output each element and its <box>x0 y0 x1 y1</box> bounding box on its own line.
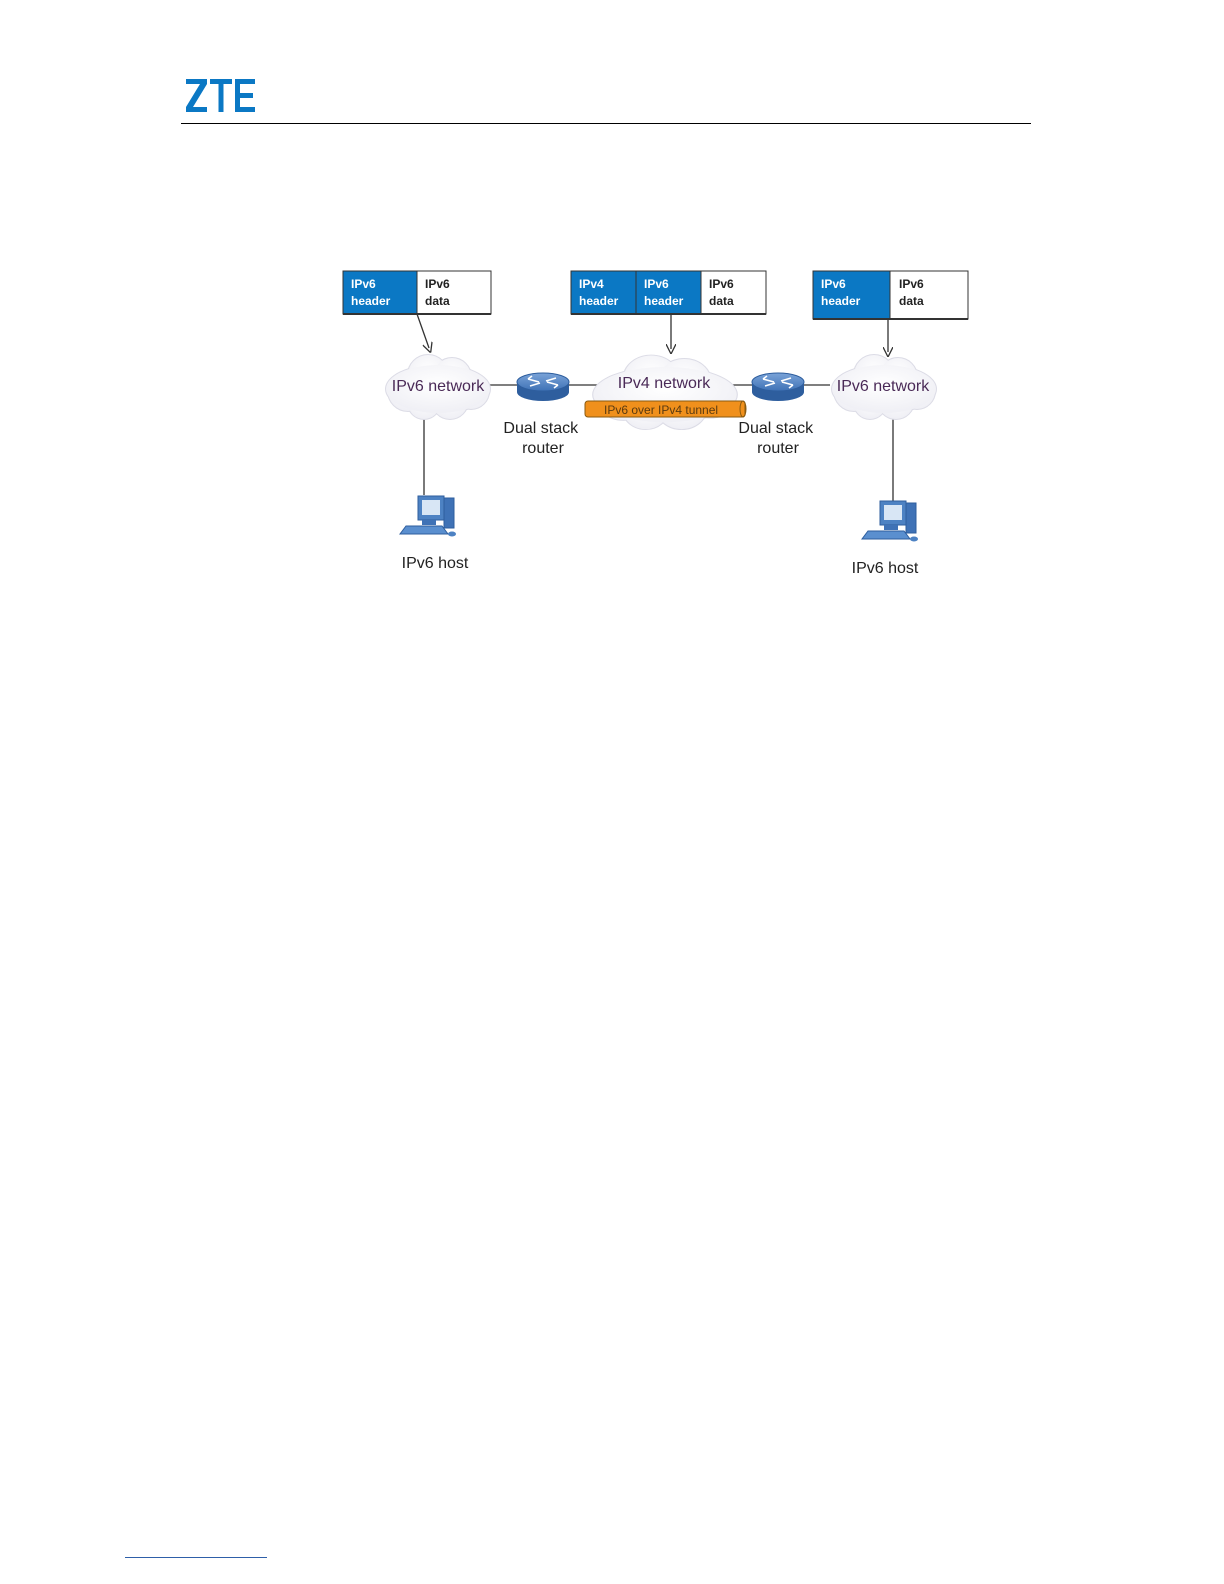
arrow-left <box>417 314 429 348</box>
computer-icon-left <box>400 496 456 537</box>
network-label-left: IPv6 network <box>392 378 485 395</box>
router-icon-left <box>517 373 569 401</box>
computer-icon-right <box>862 501 918 542</box>
footer-rule <box>125 1557 267 1558</box>
network-label-right: IPv6 network <box>837 378 930 395</box>
packet-left: IPv6 header IPv6 data <box>343 271 491 314</box>
packet-middle: IPv4 header IPv6 header IPv6 data <box>571 271 766 314</box>
host-label-left: IPv6 host <box>402 555 469 572</box>
tunnel: IPv6 over IPv4 tunnel <box>585 401 746 417</box>
cloud-ipv4-middle <box>593 356 737 430</box>
network-label-middle: IPv4 network <box>618 375 711 392</box>
router-label-left: Dual stack router <box>503 420 582 457</box>
packet-right: IPv6 header IPv6 data <box>813 271 968 319</box>
router-label-right: Dual stack router <box>738 420 817 457</box>
router-icon-right <box>752 373 804 401</box>
tunnel-label: IPv6 over IPv4 tunnel <box>604 403 718 417</box>
host-label-right: IPv6 host <box>852 560 919 577</box>
